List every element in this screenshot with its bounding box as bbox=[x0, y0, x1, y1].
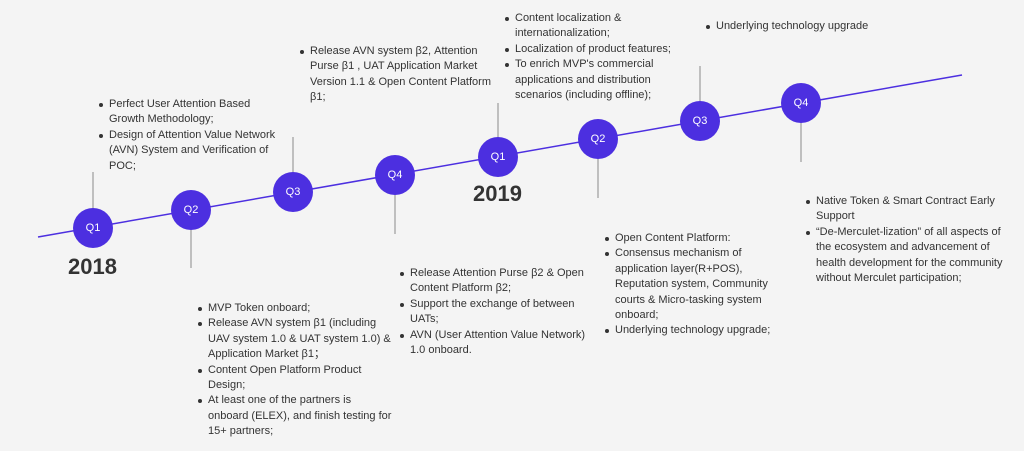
milestone-note-item: At least one of the partners is onboard … bbox=[198, 393, 394, 439]
milestone-note-item: Support the exchange of between UATs; bbox=[400, 297, 600, 328]
milestone-note-item: Design of Attention Value Network (AVN) … bbox=[99, 128, 279, 174]
milestone-note-item: Native Token & Smart Contract Early Supp… bbox=[806, 194, 1006, 225]
milestone-notes-2019-q1: Content localization & internationalizat… bbox=[503, 11, 675, 103]
milestone-node-2018-q2: Q2 bbox=[171, 190, 211, 230]
milestone-note-item: MVP Token onboard; bbox=[198, 301, 394, 316]
milestone-node-2019-q1: Q1 bbox=[478, 137, 518, 177]
milestone-notes-2019-q3: Underlying technology upgrade bbox=[704, 19, 886, 34]
milestone-note-item: Consensus mechanism of application layer… bbox=[605, 246, 795, 277]
milestone-node-2019-q2: Q2 bbox=[578, 119, 618, 159]
milestone-node-2018-q3: Q3 bbox=[273, 172, 313, 212]
milestone-node-2019-q4: Q4 bbox=[781, 83, 821, 123]
milestone-notes-2019-q2: Open Content Platform:Consensus mechanis… bbox=[603, 231, 795, 339]
milestone-note-item: Perfect User Attention Based Growth Meth… bbox=[99, 97, 279, 128]
milestone-note-item: Release AVN system β1 (including UAV sys… bbox=[198, 316, 394, 362]
milestone-node-2018-q4: Q4 bbox=[375, 155, 415, 195]
milestone-note-item: Content localization & internationalizat… bbox=[505, 11, 675, 42]
milestone-note-item: “De-Merculet-lization” of all aspects of… bbox=[806, 225, 1006, 287]
year-label-2018: 2018 bbox=[68, 254, 117, 279]
milestone-node-2019-q3: Q3 bbox=[680, 101, 720, 141]
milestone-note-item: AVN (User Attention Value Network) 1.0 o… bbox=[400, 328, 600, 359]
milestone-note-item: Underlying technology upgrade; bbox=[605, 323, 795, 338]
milestone-node-2018-q1: Q1 bbox=[73, 208, 113, 248]
milestone-note-item: Content Open Platform Product Design; bbox=[198, 363, 394, 394]
milestone-notes-2018-q3: Release AVN system β2, Attention Purse β… bbox=[298, 44, 495, 106]
milestone-note-item: Localization of product features; bbox=[505, 42, 675, 57]
milestone-note-item: Release Attention Purse β2 & Open Conten… bbox=[400, 266, 600, 297]
milestone-notes-2018-q2: MVP Token onboard;Release AVN system β1 … bbox=[196, 301, 394, 440]
milestone-notes-2018-q4: Release Attention Purse β2 & Open Conten… bbox=[398, 266, 600, 358]
milestone-notes-2018-q1: Perfect User Attention Based Growth Meth… bbox=[97, 97, 279, 174]
milestone-notes-2019-q4: Native Token & Smart Contract Early Supp… bbox=[804, 194, 1006, 286]
milestone-note-item: Reputation system, Community courts & Mi… bbox=[615, 278, 768, 322]
year-label-2019: 2019 bbox=[473, 181, 522, 206]
milestone-note-item: Release AVN system β2, Attention Purse β… bbox=[300, 44, 495, 106]
milestone-note-item: Underlying technology upgrade bbox=[706, 19, 886, 34]
milestone-note-item: Open Content Platform: bbox=[605, 231, 795, 246]
milestone-note-item: To enrich MVP's commercial applications … bbox=[505, 57, 675, 103]
